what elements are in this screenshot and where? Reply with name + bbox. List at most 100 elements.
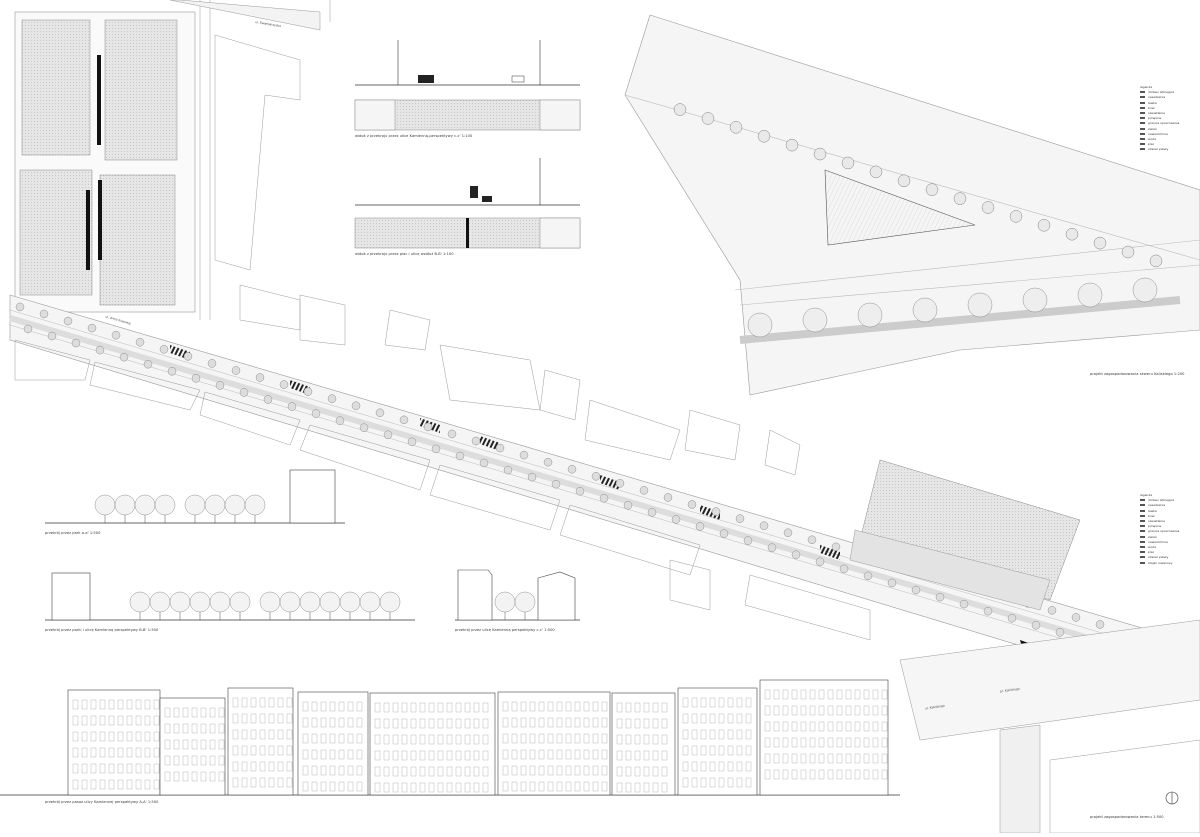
facade-window [800,737,807,748]
facade-window [209,739,216,750]
facade-window [446,750,453,761]
plaza-tree [1121,245,1135,259]
facade-window [117,715,124,726]
facade-window [268,697,275,708]
facade-window [320,765,327,776]
facade-window [191,723,198,734]
facade-window [827,737,834,748]
plaza-tree [967,292,993,318]
caption-plan-bottom: projekt zagospodarowania terenu 1:500 [1090,815,1164,819]
facade-window [232,745,239,756]
facade-window [72,747,79,758]
street-tree [543,457,553,467]
facade-window [455,766,462,777]
facade-window [881,737,888,748]
section-tree-crown [129,591,151,613]
facade-window [791,721,798,732]
facade-window [401,702,408,713]
section-tree-crown [514,591,536,613]
facade-window [392,750,399,761]
legend-item: woda [1140,545,1179,550]
building-facade [677,687,758,796]
facade-window [401,782,408,793]
facade-window [791,737,798,748]
facade-window [126,747,133,758]
facade-window [764,753,771,764]
legend-item: obszar pieszy [1140,555,1179,560]
facade-window [311,733,318,744]
facade-window [241,761,248,772]
facade-window [601,765,608,776]
facade-window [99,779,106,790]
facade-window [634,718,641,729]
facade-window [718,761,725,772]
facade-window [565,717,572,728]
facade-window [383,718,390,729]
plaza-tree [701,112,715,125]
facade-window [90,779,97,790]
facade-window [329,733,336,744]
street-tree [911,585,921,595]
street-tree [327,394,337,403]
facade-window [538,781,545,792]
facade-window [773,705,780,716]
facade-window [250,745,257,756]
facade-window [745,697,752,708]
facade-window [153,699,160,710]
plaza-tree [981,201,995,214]
facade-window [259,729,266,740]
street-tree [167,367,177,376]
facade-window [464,750,471,761]
facade-window [268,761,275,772]
facade-window [592,781,599,792]
facade-window [209,707,216,718]
facade-window [164,723,171,734]
facade-window [745,761,752,772]
street-tree [599,494,609,503]
facade-window [144,747,151,758]
street-tree [455,451,465,461]
street-tree [623,501,633,510]
facade-window [625,766,632,777]
facade-window [691,729,698,740]
facade-window [482,734,489,745]
facade-window [419,734,426,745]
legend-item: nasadzenia [1140,95,1179,100]
facade-window [473,702,480,713]
caption-section-top: widok z przekroju przez ulice Kamienną-p… [355,134,473,138]
facade-window [108,699,115,710]
facade-window [232,697,239,708]
facade-window [583,717,590,728]
facade-window [863,689,870,700]
facade-window [691,745,698,756]
caption-section-cc: przekrój przez ulicę Kamienną perspektyw… [455,628,555,632]
facade-window [661,718,668,729]
facade-window [529,765,536,776]
facade-window [782,753,789,764]
facade-window [90,763,97,774]
plaza-tree [673,103,687,116]
facade-window [108,715,115,726]
facade-window [634,766,641,777]
facade-window [347,749,354,760]
facade-window [863,753,870,764]
facade-window [691,777,698,788]
street-tree [239,388,249,397]
facade-window [643,750,650,761]
facade-window [745,729,752,740]
facade-window [773,721,780,732]
street-tree [63,316,73,326]
facade-window [182,771,189,782]
street-tree [191,374,201,383]
section-tree-crown [244,494,266,516]
facade-window [556,733,563,744]
facade-window [574,781,581,792]
facade-window [529,717,536,728]
facade-window [268,745,275,756]
facade-window [736,697,743,708]
facade-window [764,769,771,780]
legend-item: zieleń [1140,127,1179,132]
section-tree-crown [379,591,401,613]
facade-window [556,701,563,712]
facade-window [182,739,189,750]
